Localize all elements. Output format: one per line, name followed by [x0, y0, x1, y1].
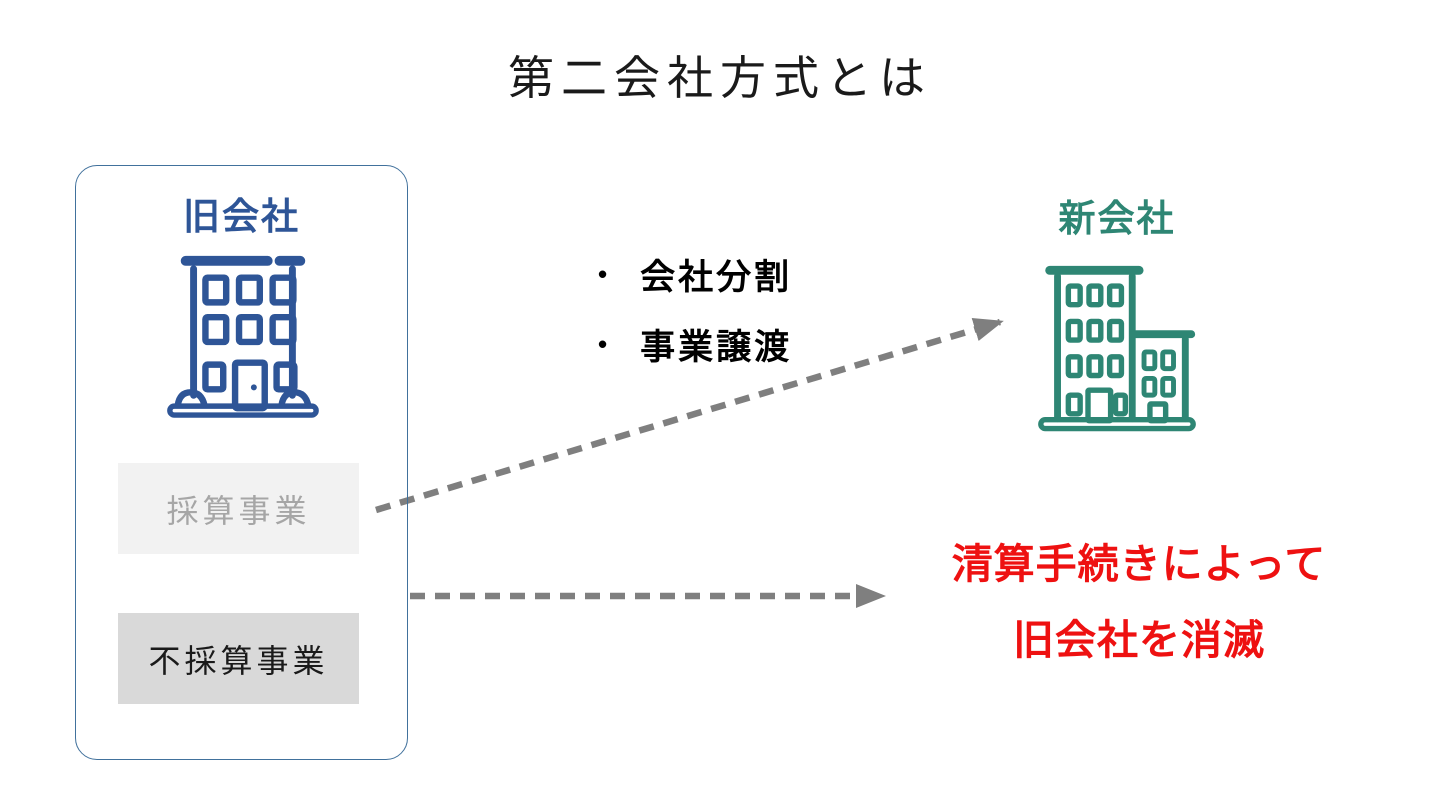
liquidation-note: 清算手続きによって 旧会社を消滅 [898, 526, 1380, 678]
new-company-building-icon [1038, 265, 1196, 432]
page-title: 第二会社方式とは [508, 52, 932, 104]
transfer-methods-list: • 会社分割 • 事業譲渡 [598, 250, 792, 390]
unprofitable-business-label: 不採算事業 [148, 642, 329, 679]
bullet-icon: • [598, 328, 611, 359]
liquidation-line1: 清算手続きによって [951, 541, 1327, 587]
profitable-business-box: 採算事業 [118, 463, 359, 554]
method-label: 会社分割 [640, 257, 793, 297]
old-company-building-icon [166, 255, 319, 418]
profitable-business-label: 採算事業 [166, 492, 311, 529]
bullet-icon: • [598, 258, 611, 289]
unprofitable-business-box: 不採算事業 [118, 613, 359, 704]
new-company-label: 新会社 [1058, 198, 1176, 239]
old-company-panel: 旧会社 採算事業 不採算事業 [75, 165, 408, 760]
list-item-company-split: • 会社分割 [598, 250, 792, 298]
list-item-business-transfer: • 事業譲渡 [598, 320, 792, 368]
method-label: 事業譲渡 [640, 327, 793, 367]
liquidation-line2: 旧会社を消滅 [1013, 617, 1265, 663]
new-company-group: 新会社 [1028, 188, 1206, 441]
old-company-label: 旧会社 [183, 196, 300, 237]
